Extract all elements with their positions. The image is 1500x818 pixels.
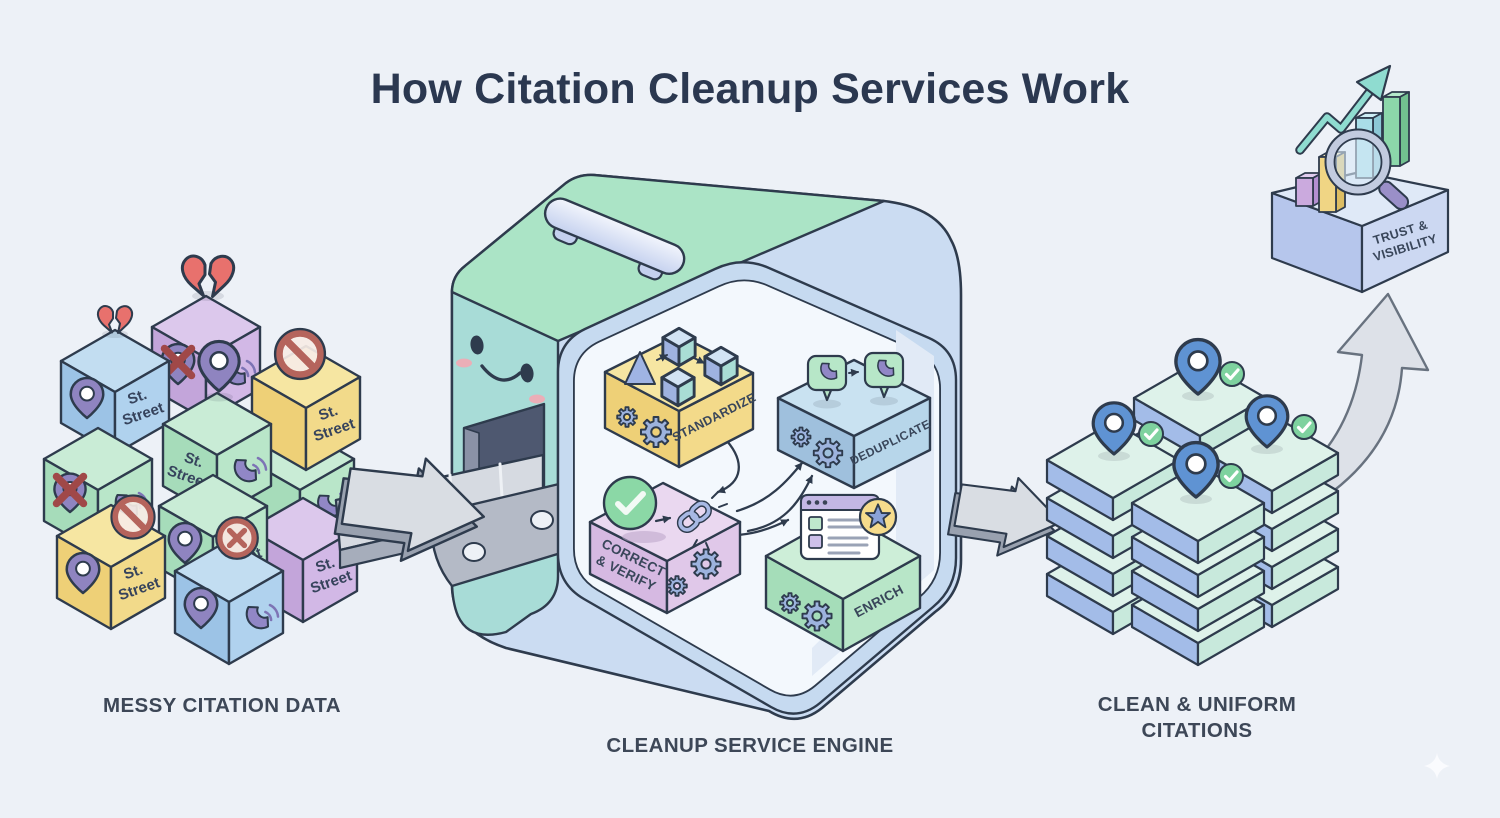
blush-icon (456, 358, 472, 368)
process-box-deduplicate: DEDUPLICATE (776, 353, 933, 490)
eye-icon (520, 363, 534, 383)
process-box-enrich: ENRICH (764, 493, 922, 653)
messy-cube: St. Street (59, 305, 171, 456)
star-badge-icon (858, 497, 898, 537)
messy-caption: MESSY CITATION DATA (103, 694, 341, 717)
clean-caption-line1: CLEAN & UNIFORM (1098, 693, 1296, 716)
messy-cube (150, 254, 262, 422)
cube-icon (661, 326, 697, 368)
citation-stack (1204, 394, 1340, 629)
machine-face (456, 335, 545, 404)
check-badge-icon (1137, 420, 1165, 448)
clean-citation-stacks (1045, 337, 1340, 667)
cube-icon (660, 366, 696, 408)
citation-stack (1130, 440, 1266, 667)
check-badge-icon (1290, 413, 1318, 441)
trust-platform: TRUST & VISIBILITY (1270, 64, 1450, 294)
x-circle-icon (216, 517, 258, 559)
growth-arrow-icon (1295, 64, 1392, 155)
messy-cube: St. Street (247, 496, 359, 624)
roller-icon (462, 542, 486, 562)
machine-handle (543, 197, 686, 281)
clean-caption-line2: CITATIONS (1141, 719, 1252, 742)
check-badge-icon (1217, 462, 1245, 490)
gear-icon (690, 548, 722, 580)
process-box-correct-verify: CORRECT & VERIFY (588, 475, 742, 615)
magnifier-icon (1324, 128, 1410, 211)
sparkle-watermark-icon (1424, 753, 1450, 779)
eye-icon (470, 335, 484, 355)
browser-window-icon (799, 493, 898, 561)
prohibition-icon (111, 495, 154, 538)
blush-icon (529, 394, 545, 404)
page-title: How Citation Cleanup Services Work (371, 65, 1130, 113)
process-box-standardize: STANDARDIZE (603, 326, 758, 469)
citation-stack (1045, 401, 1181, 636)
check-circle-icon (602, 475, 658, 531)
link-icon (676, 491, 728, 551)
svg-text:St.: St. (182, 449, 206, 471)
svg-text:St.: St. (125, 386, 149, 408)
messy-cube: St. Street (55, 495, 167, 631)
cube-icon (703, 345, 739, 387)
gear-icon (666, 575, 688, 597)
check-badge-icon (1218, 360, 1246, 388)
svg-text:St.: St. (316, 402, 340, 424)
citation-stack (1132, 337, 1268, 612)
smile-icon (480, 364, 522, 382)
svg-text:St.: St. (313, 554, 337, 576)
engine-caption: CLEANUP SERVICE ENGINE (606, 734, 893, 757)
messy-cube: St. Street (250, 329, 362, 472)
messy-citation-pile: St. Street St. Street St. (42, 254, 362, 666)
roller-icon (530, 510, 554, 530)
prohibition-icon (275, 329, 325, 379)
cleanup-machine: STANDARDIZE DEDUPLICATE (329, 173, 963, 721)
pyramid-icon (624, 351, 656, 385)
svg-text:St.: St. (121, 561, 145, 583)
